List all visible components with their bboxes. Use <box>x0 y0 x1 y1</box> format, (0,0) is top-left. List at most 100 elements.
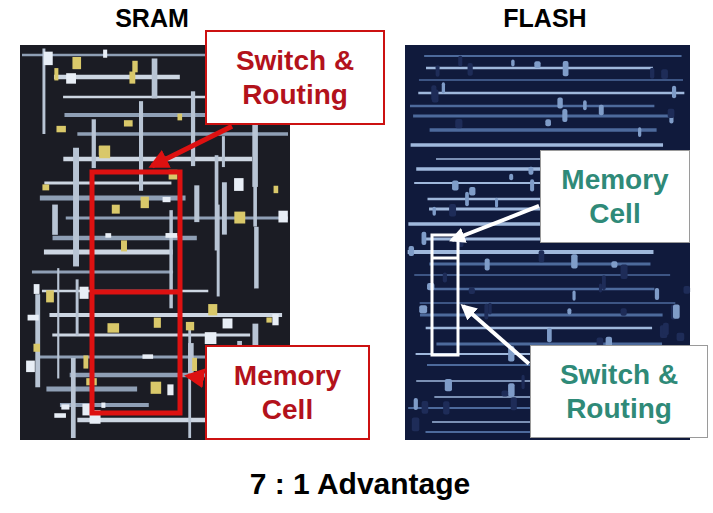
die-cell <box>571 254 577 268</box>
die-cell <box>469 187 475 195</box>
die-trace <box>413 114 670 117</box>
die-cell <box>683 286 690 294</box>
die-contact <box>61 404 69 409</box>
die-trace <box>411 143 663 147</box>
die-contact <box>46 290 54 302</box>
die-contact <box>223 318 233 328</box>
die-contact <box>54 68 58 80</box>
die-cell <box>485 259 490 271</box>
die-cell <box>572 291 575 301</box>
leader-arrow <box>152 126 232 166</box>
die-trace <box>419 79 683 81</box>
die-contact <box>205 332 217 344</box>
sram-cell-outline <box>92 172 180 413</box>
die-cell <box>422 401 429 414</box>
die-trace <box>52 205 58 235</box>
die-cell <box>455 119 462 128</box>
die-cell <box>443 401 449 414</box>
die-contact <box>141 197 149 209</box>
die-contact <box>56 126 65 132</box>
die-cell <box>599 105 604 115</box>
die-contact <box>186 322 194 330</box>
die-cell <box>528 167 533 175</box>
die-cell <box>508 346 514 362</box>
die-trace <box>76 279 79 335</box>
die-contact <box>163 197 171 202</box>
die-contact <box>34 284 40 294</box>
die-trace <box>37 356 214 359</box>
die-cell <box>501 391 508 397</box>
die-cell <box>557 98 562 109</box>
die-trace <box>222 136 225 167</box>
die-cell <box>508 383 515 396</box>
caption: 7 : 1 Advantage <box>250 467 471 501</box>
die-trace <box>426 327 652 330</box>
die-contact <box>132 61 137 73</box>
section-heading: SRAM <box>115 4 189 33</box>
die-cell <box>469 288 475 294</box>
die-contact <box>83 355 88 368</box>
die-cell <box>445 379 452 391</box>
die-contact <box>105 233 111 238</box>
flash-cell-divider <box>432 257 458 260</box>
die-cell <box>452 180 458 190</box>
section-heading: FLASH <box>503 4 586 33</box>
die-cell <box>567 308 571 314</box>
die-contact <box>112 205 120 214</box>
die-trace <box>424 55 681 57</box>
callout-box: Switch & Routing <box>530 345 708 438</box>
callout-text: Memory Cell <box>217 359 358 426</box>
die-contact <box>234 212 245 224</box>
die-contact <box>151 382 162 394</box>
die-cell <box>661 69 668 79</box>
die-cell <box>419 305 427 313</box>
die-cell <box>638 127 641 137</box>
leader-arrow <box>188 376 204 378</box>
die-cell <box>673 304 680 318</box>
die-contact <box>101 403 105 408</box>
die-cell <box>509 174 513 180</box>
callout-text: Switch & Routing <box>217 44 373 111</box>
die-trace <box>188 327 191 438</box>
die-contact <box>129 72 135 84</box>
die-cell <box>484 304 488 320</box>
die-cell <box>521 375 524 389</box>
die-cell <box>409 246 414 256</box>
die-trace <box>42 290 208 293</box>
die-trace <box>191 91 195 166</box>
die-contact <box>142 354 153 358</box>
die-cell <box>511 59 514 66</box>
die-contact <box>177 114 182 121</box>
callout-text: Memory Cell <box>551 163 679 230</box>
die-cell <box>458 56 462 67</box>
die-trace <box>253 175 257 226</box>
die-trace <box>254 227 258 289</box>
die-trace <box>52 333 250 336</box>
die-contact <box>33 344 40 352</box>
die-trace <box>49 313 282 317</box>
callout-box: Switch & Routing <box>205 30 385 125</box>
callout-text: Switch & Routing <box>541 358 697 425</box>
die-trace <box>430 288 654 290</box>
die-trace <box>194 185 199 222</box>
die-cell <box>650 68 654 79</box>
die-cell <box>443 273 447 283</box>
die-contact <box>99 146 110 159</box>
die-contact <box>42 184 49 190</box>
die-cell <box>449 204 456 216</box>
die-cell <box>495 198 498 208</box>
die-trace <box>430 128 657 132</box>
die-contact <box>66 73 76 83</box>
die-cell <box>422 232 427 245</box>
die-contact <box>99 146 108 156</box>
die-cell <box>545 119 551 126</box>
die-trace <box>92 119 96 168</box>
die-contact <box>54 413 66 418</box>
die-contact <box>72 57 81 69</box>
callout-box: Memory Cell <box>205 345 370 440</box>
die-contact <box>266 317 271 322</box>
die-cell <box>442 82 445 93</box>
die-cell <box>621 264 628 279</box>
die-trace <box>44 182 171 185</box>
die-trace <box>71 358 76 438</box>
